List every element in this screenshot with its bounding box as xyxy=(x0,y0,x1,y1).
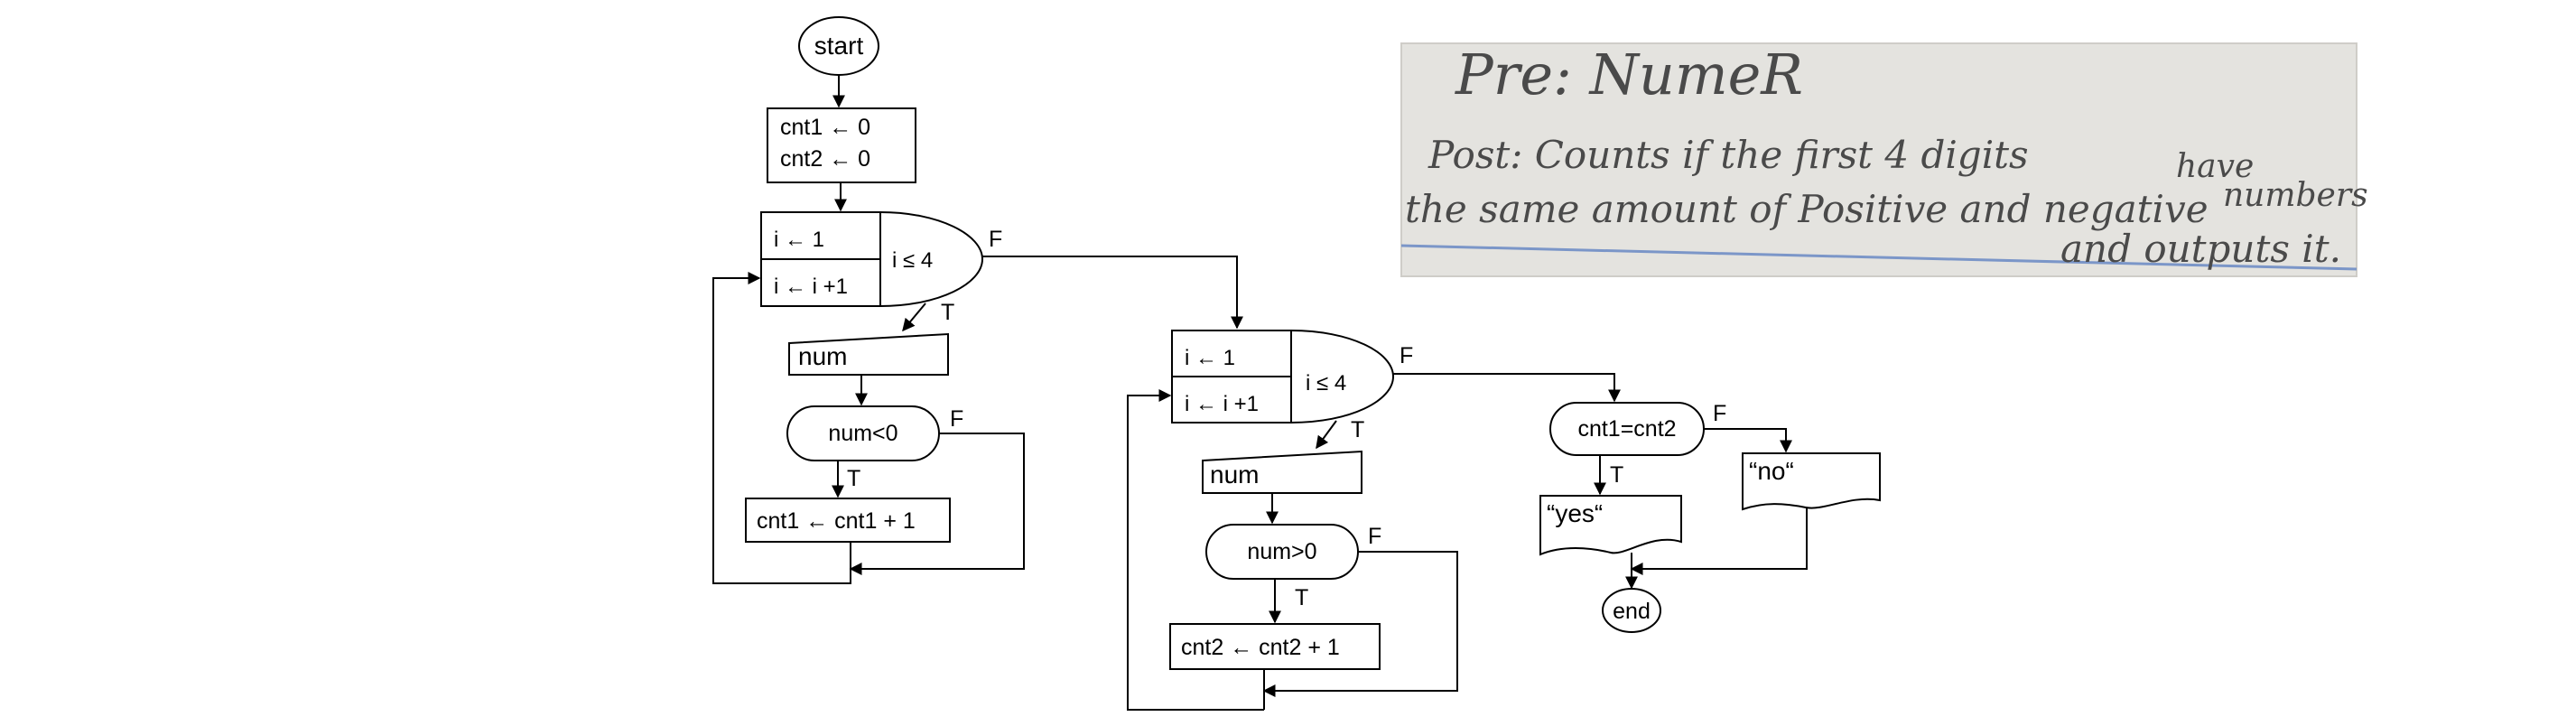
init-cnt1: cnt1 ← 0 xyxy=(780,115,870,140)
arrow-decision2-false-join xyxy=(1262,551,1458,697)
loop2-init: i ← 1 xyxy=(1185,346,1235,370)
input2-label: num xyxy=(1210,461,1259,489)
loop1-header: i ← 1 i ← i +1 i ≤ 4 xyxy=(760,211,984,307)
start-terminal: start xyxy=(798,16,879,76)
output-no-shape: “no“ xyxy=(1742,452,1881,511)
decision1-label: num<0 xyxy=(828,421,897,446)
loop2-header: i ← 1 i ← i +1 i ≤ 4 xyxy=(1171,330,1395,424)
arrow-loop2-input2 xyxy=(1316,420,1337,450)
end-label: end xyxy=(1613,599,1651,624)
process2-shape: cnt2 ← cnt2 + 1 xyxy=(1169,623,1381,670)
loop2-cond: i ≤ 4 xyxy=(1306,371,1346,396)
note-post-have: have xyxy=(2176,148,2254,185)
note-paper-border xyxy=(1400,42,2357,277)
note-ruled-line xyxy=(1400,244,2357,271)
loop1-false-label: F xyxy=(989,227,1002,252)
note-post-line1: Post: Counts if the first 4 digits xyxy=(1427,133,2029,177)
arrow-loop1-return xyxy=(712,272,851,584)
decision2-shape: num>0 xyxy=(1205,524,1359,580)
loop2-step: i ← i +1 xyxy=(1185,392,1259,416)
decision2-false-label: F xyxy=(1368,524,1381,549)
arrow-loop2-return xyxy=(1127,389,1264,711)
output-yes-label: “yes“ xyxy=(1547,499,1603,527)
start-label: start xyxy=(814,32,864,60)
decision1-true-label: T xyxy=(847,466,860,491)
init-process: cnt1 ← 0 cnt2 ← 0 xyxy=(767,107,916,183)
input2-shape: num xyxy=(1202,450,1362,494)
end-terminal: end xyxy=(1602,588,1661,633)
decision3-false-label: F xyxy=(1713,401,1726,426)
process1-shape: cnt1 ← cnt1 + 1 xyxy=(745,498,951,543)
loop1-cond: i ≤ 4 xyxy=(892,248,933,273)
loop2-true-label: T xyxy=(1351,417,1364,442)
note-post-line2: the same amount of Positive and negative xyxy=(1405,187,2209,231)
output-no-label: “no“ xyxy=(1749,457,1794,485)
init-cnt2: cnt2 ← 0 xyxy=(780,146,870,172)
arrow-decision1-false-join xyxy=(849,433,1025,575)
note-paper xyxy=(1401,43,2357,276)
process1-label: cnt1 ← cnt1 + 1 xyxy=(757,508,916,534)
decision2-label: num>0 xyxy=(1247,539,1316,564)
input1-shape: num xyxy=(788,332,949,376)
arrow-decision3-no xyxy=(1704,428,1792,453)
process2-label: cnt2 ← cnt2 + 1 xyxy=(1181,635,1340,660)
decision1-false-label: F xyxy=(950,406,963,432)
decision1-shape: num<0 xyxy=(786,405,940,461)
handwritten-note: Pre: NumeR Post: Counts if the first 4 d… xyxy=(1400,42,2368,277)
decision3-shape: cnt1=cnt2 xyxy=(1549,402,1705,456)
decision2-true-label: T xyxy=(1295,585,1308,610)
loop1-step: i ← i +1 xyxy=(774,275,848,299)
loop2-false-label: F xyxy=(1400,343,1413,368)
arrow-loop1-loop2 xyxy=(982,256,1243,330)
loop1-init: i ← 1 xyxy=(774,228,824,252)
input1-label: num xyxy=(798,342,847,370)
arrow-no-end xyxy=(1630,507,1808,575)
loop1-true-label: T xyxy=(941,300,954,325)
note-post-line3: and outputs it. xyxy=(2060,227,2341,271)
arrow-loop2-decision3 xyxy=(1393,373,1621,403)
note-post-numbers: numbers xyxy=(2223,177,2368,214)
note-pre: Pre: NumeR xyxy=(1455,42,1803,107)
decision3-true-label: T xyxy=(1610,462,1623,488)
output-yes-shape: “yes“ xyxy=(1539,495,1682,556)
decision3-label: cnt1=cnt2 xyxy=(1577,416,1676,442)
arrow-loop1-input1 xyxy=(902,302,926,332)
